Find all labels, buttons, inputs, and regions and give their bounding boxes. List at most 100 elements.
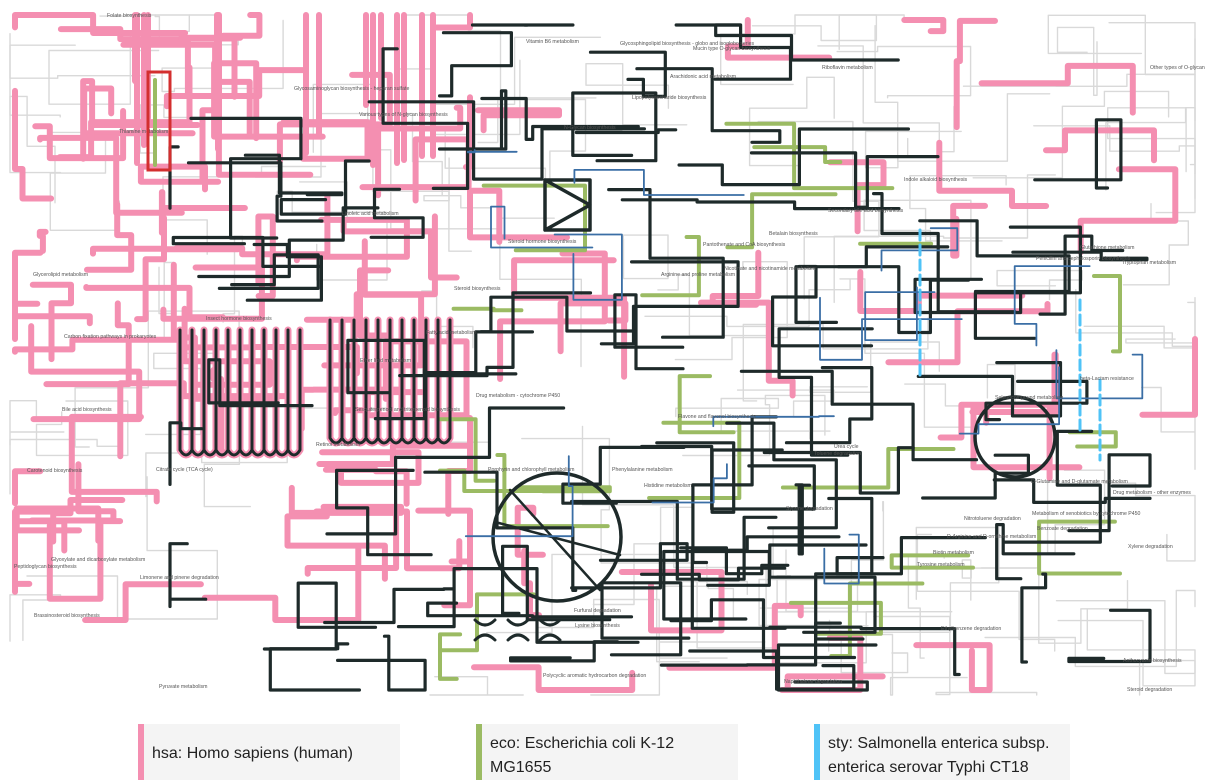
hsa-pathway[interactable] [978,62,1136,116]
pathway-label[interactable]: Steroid hormone biosynthesis [508,239,577,245]
shared-pathway[interactable] [438,31,513,98]
shared-pathway[interactable] [480,96,640,141]
urea-cycle-circle[interactable] [973,395,1057,479]
pathway-label[interactable]: Biotin metabolism [933,550,974,556]
unmapped-pathway[interactable] [1057,608,1196,687]
hsa-pathway[interactable] [134,214,167,323]
eco-pathway[interactable] [1067,430,1118,449]
pathway-label[interactable]: Arachidonic acid metabolism [670,74,736,80]
pathway-label[interactable]: Folate biosynthesis [107,13,152,19]
shared-pathway[interactable] [600,581,691,657]
hsa-pathway[interactable] [375,104,464,199]
pathway-label[interactable]: beta-Lactam resistance [1080,376,1134,382]
pathway-label[interactable]: Glycerolipid metabolism [33,272,88,278]
hsa-pathway[interactable] [12,468,44,507]
unmapped-pathway[interactable] [9,594,62,642]
hsa-pathway[interactable] [441,552,473,609]
hsa-pathway[interactable] [32,108,127,162]
shared-pathway[interactable] [168,542,208,609]
hsa-pathway[interactable] [37,134,185,216]
unmapped-pathway[interactable] [1107,107,1196,214]
eco-pathway[interactable] [481,183,587,253]
shared-pathway[interactable] [367,100,646,181]
pathway-label[interactable]: Ethylbenzene degradation [941,626,1001,632]
shared-pathway[interactable] [995,523,1076,581]
pathway-label[interactable]: Citrate cycle (TCA cycle) [156,467,213,473]
pathway-label[interactable]: Pyruvate metabolism [159,684,207,690]
pathway-label[interactable]: Flavone and flavonol biosynthesis [678,414,756,420]
eco-pathway[interactable] [451,306,524,313]
eco-pathway[interactable] [438,417,496,483]
shared-pathway[interactable] [588,50,667,98]
shared-pathway[interactable] [620,198,901,211]
shared-pathway[interactable] [992,478,1152,504]
hsa-pathway[interactable] [173,191,331,258]
unmapped-pathway[interactable] [1125,297,1196,377]
pathway-label[interactable]: Pantothenate and CoA biosynthesis [703,242,786,248]
hsa-pathway[interactable] [163,67,309,110]
pathway-label[interactable]: Riboflavin metabolism [822,65,873,71]
shared-pathway[interactable] [688,649,856,691]
shared-pathway[interactable] [784,366,874,445]
pathway-label[interactable]: Insect hormone biosynthesis [206,316,272,322]
hsa-pathway[interactable] [304,506,400,577]
unmapped-pathway[interactable] [145,452,251,508]
pathway-label[interactable]: Peptidoglycan biosynthesis [14,564,77,570]
shared-pathway[interactable] [1033,118,1123,190]
shared-pathway[interactable] [1067,608,1152,664]
unmapped-pathway[interactable] [585,63,688,126]
shared-pathway[interactable] [473,618,497,642]
sty-pathway-lines[interactable] [464,149,1144,585]
hsa-pathway[interactable] [280,119,371,162]
pathway-label[interactable]: Steroid biosynthesis [454,286,501,292]
pathway-label[interactable]: Bile acid biosynthesis [62,407,112,413]
pathway-label[interactable]: Metabolism of xenobiotics by cytochrome … [1032,511,1141,517]
shared-pathway[interactable] [479,295,638,334]
shared-pathway[interactable] [423,470,578,592]
shared-pathway[interactable] [659,621,842,667]
shared-pathway[interactable] [677,127,910,187]
shared-pathway[interactable] [243,153,344,197]
shared-pathway[interactable] [762,446,915,495]
pathway-label[interactable]: Urea cycle [834,444,859,450]
shared-pathway[interactable] [189,116,303,240]
shared-pathway[interactable] [1067,453,1152,533]
unmapped-pathway[interactable] [972,90,1170,179]
pathway-label[interactable]: Fatty acid metabolism [426,330,476,336]
pathway-label[interactable]: Benzoate degradation [1037,526,1088,532]
pathway-label[interactable]: Nitrotoluene degradation [964,516,1021,522]
eco-pathway-lines[interactable] [153,78,1122,681]
hsa-pathway[interactable] [83,284,226,321]
sty-pathway[interactable] [490,205,594,249]
shared-pathway[interactable] [245,242,323,302]
pathway-label[interactable]: Thiamine metabolism [119,129,168,135]
pathway-label[interactable]: Phenylalanine metabolism [612,467,673,473]
unmapped-pathway[interactable] [758,501,885,609]
pathway-label[interactable]: Glycosaminoglycan biosynthesis - heparan… [294,86,409,92]
pathway-label[interactable]: Ether lipid metabolism [360,358,411,364]
pathway-label[interactable]: Penicillin and cephalosporin biosynthesi… [1036,256,1131,262]
pathway-label[interactable]: Various types of N-glycan biosynthesis [359,112,448,118]
hsa-pathway[interactable] [43,300,132,388]
pathway-label[interactable]: Selenocompound metabolism [995,395,1063,401]
hsa-pathway[interactable] [284,513,388,582]
shared-pathway[interactable] [178,328,302,457]
unmapped-pathway[interactable] [836,45,972,99]
hsa-pathway[interactable] [12,336,183,355]
unmapped-pathway[interactable] [909,175,1007,242]
pathway-label[interactable]: Indole alkaloid biosynthesis [904,177,968,183]
shared-pathway[interactable] [207,358,314,408]
pathway-label[interactable]: Other types of O-glycan biosynthesis [1150,65,1205,71]
unmapped-pathway[interactable] [682,394,826,457]
shared-pathway[interactable] [574,128,678,135]
sty-pathway[interactable] [651,463,728,504]
unmapped-pathway[interactable] [35,400,129,457]
shared-pathway[interactable] [398,291,593,378]
pathway-label[interactable]: Polycyclic aromatic hydrocarbon degradat… [543,673,646,679]
shared-pathway[interactable] [1020,572,1048,664]
shared-pathway[interactable] [690,535,841,630]
pathway-label[interactable]: Tyrosine metabolism [917,562,965,568]
shared-pathway[interactable] [217,253,320,290]
shared-pathway[interactable] [777,327,874,457]
hsa-pathway[interactable] [46,518,124,602]
